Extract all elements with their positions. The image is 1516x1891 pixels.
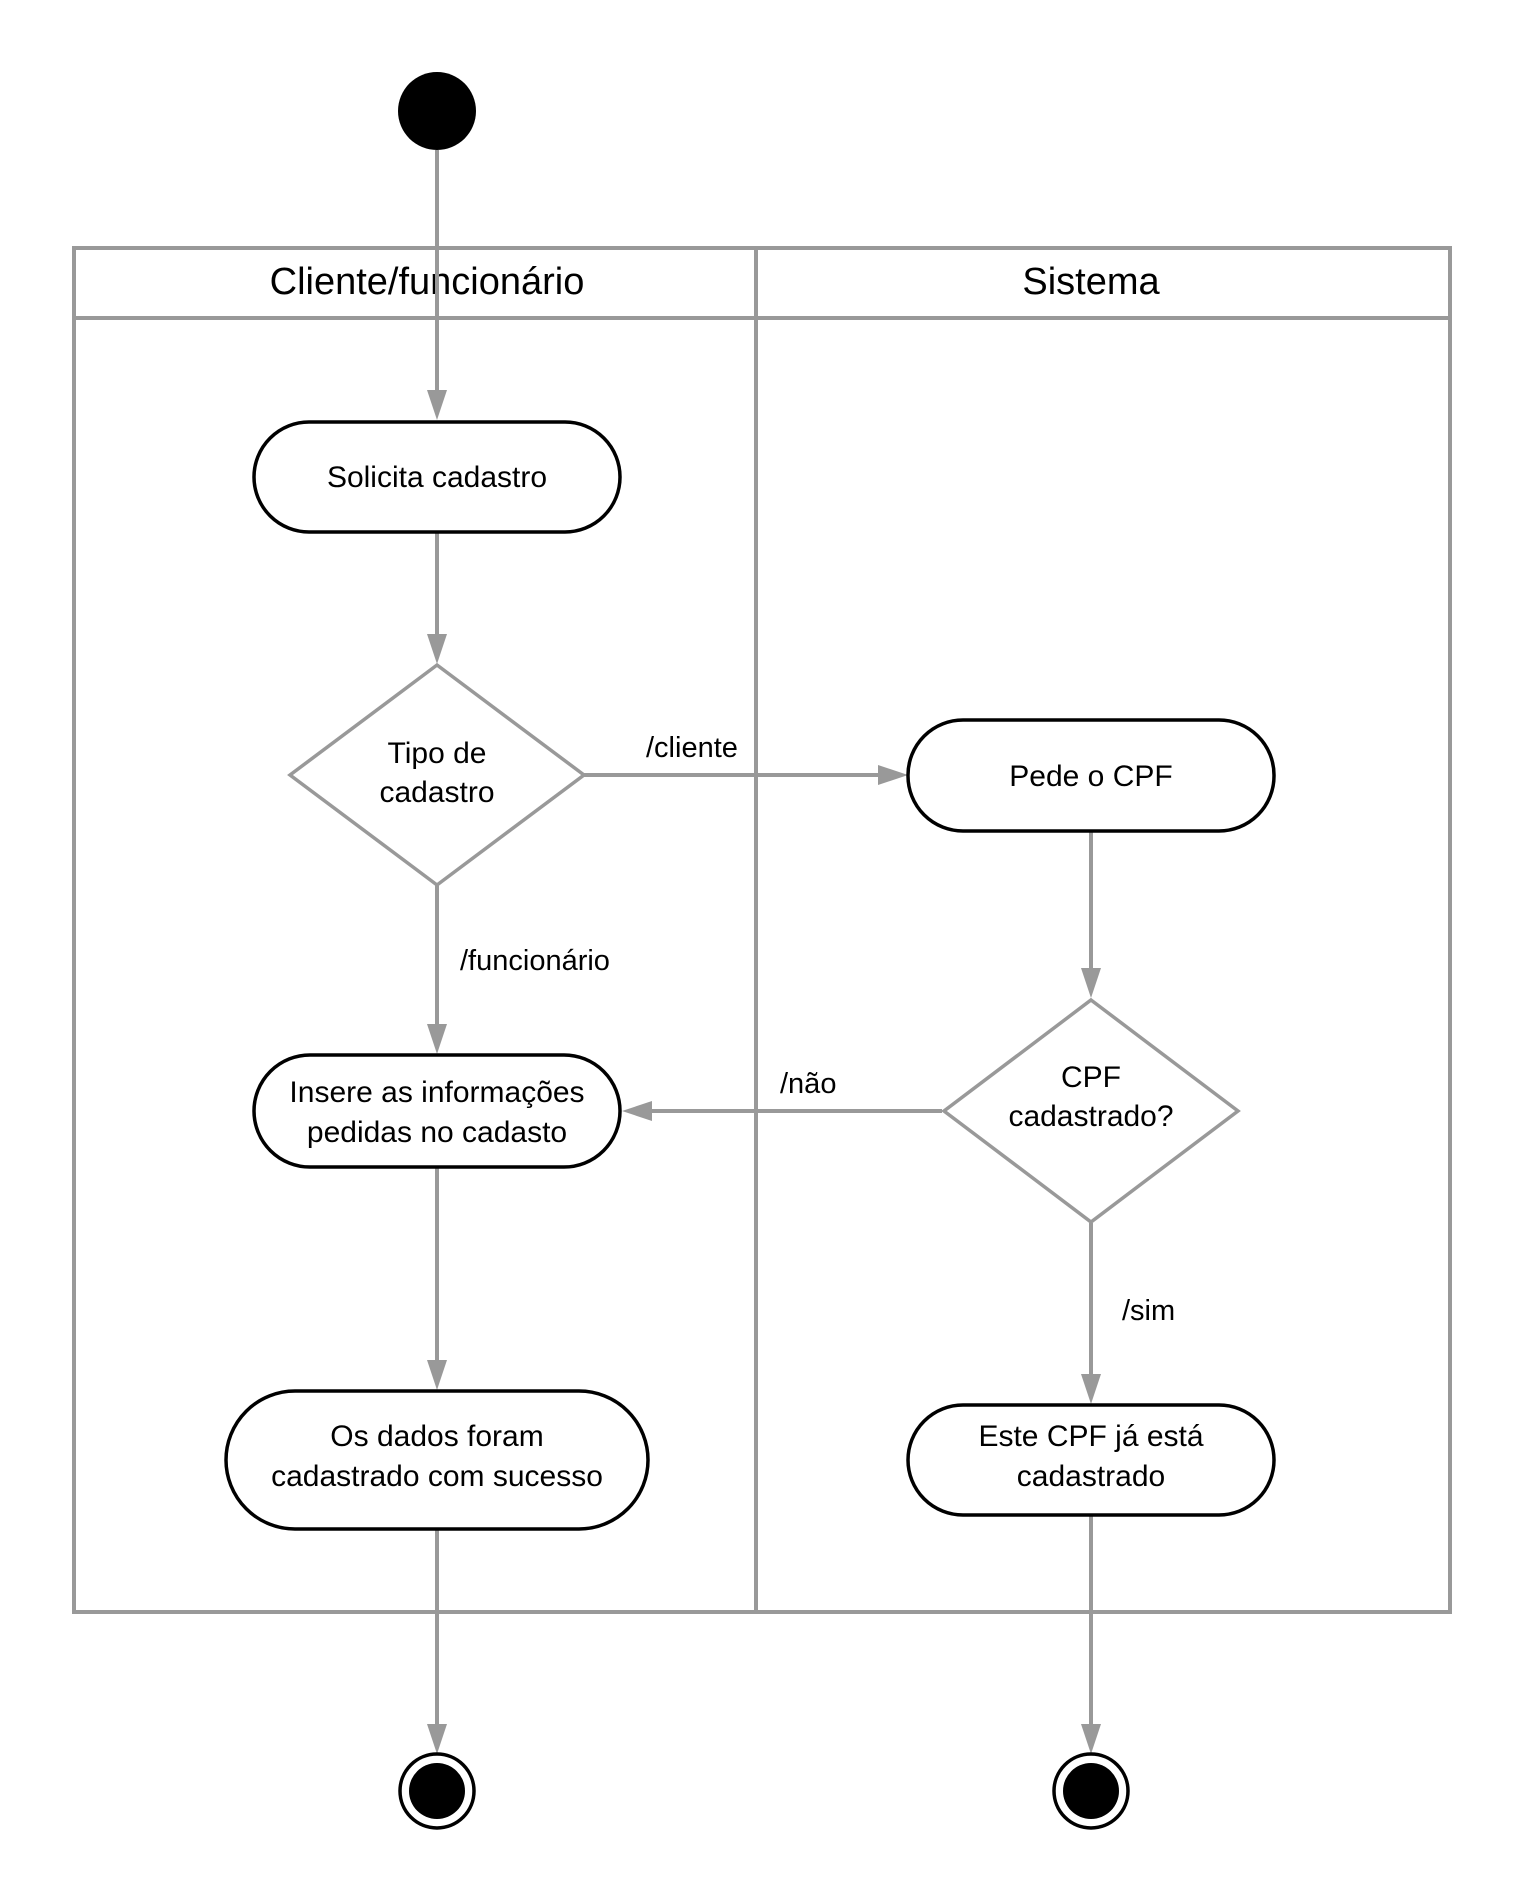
decision-label: cadastrado? [1008, 1100, 1173, 1133]
decision-cpf-cadastrado: CPF cadastrado? [941, 997, 1241, 1225]
arrowhead-icon [427, 1360, 447, 1390]
swimlane-border [72, 246, 1452, 1614]
lane-title-cliente-funcionario: Cliente/funcionário [270, 261, 585, 303]
arrowhead-icon [427, 1724, 447, 1754]
activity-dados-cadastrados-sucesso: Os dados foram cadastrado com sucesso [224, 1389, 650, 1531]
arrowhead-icon [1081, 1374, 1101, 1404]
arrowhead-icon [427, 634, 447, 664]
final-node-left [398, 1752, 476, 1830]
activity-label: pedidas no cadasto [307, 1116, 567, 1149]
decision-tipo-de-cadastro: Tipo de cadastro [287, 662, 587, 888]
activity-label: Pede o CPF [1009, 760, 1172, 793]
activity-label: Solicita cadastro [327, 461, 547, 494]
edge-label-nao: /não [780, 1068, 836, 1100]
activity-label: cadastrado [1017, 1460, 1165, 1493]
activity-insere-informacoes: Insere as informações pedidas no cadasto [252, 1053, 622, 1169]
arrowhead-icon [878, 765, 908, 785]
arrowhead-icon [427, 390, 447, 420]
activity-cpf-ja-cadastrado: Este CPF já está cadastrado [906, 1403, 1276, 1517]
edge-label-cliente: /cliente [646, 732, 738, 764]
activity-label: Insere as informações [289, 1076, 584, 1109]
initial-node [398, 72, 476, 150]
activity-label: Este CPF já está [978, 1420, 1203, 1453]
decision-label: cadastro [379, 776, 494, 809]
edge-label-sim: /sim [1122, 1295, 1175, 1327]
activity-solicita-cadastro: Solicita cadastro [252, 420, 622, 534]
flow-edges [427, 150, 1101, 1754]
activity-label: cadastrado com sucesso [271, 1460, 603, 1493]
arrowhead-icon [1081, 1724, 1101, 1754]
final-node-right [1052, 1752, 1130, 1830]
swimlane-frame [72, 246, 1452, 1614]
activity-pede-o-cpf: Pede o CPF [906, 718, 1276, 833]
arrowhead-icon [622, 1101, 652, 1121]
arrowhead-icon [1081, 968, 1101, 998]
decision-label: Tipo de [388, 737, 487, 770]
lane-title-sistema: Sistema [1022, 261, 1160, 303]
arrowhead-icon [427, 1024, 447, 1054]
decision-label: CPF [1061, 1061, 1121, 1094]
activity-label: Os dados foram [330, 1420, 543, 1453]
edge-label-funcionario: /funcionário [460, 945, 610, 977]
